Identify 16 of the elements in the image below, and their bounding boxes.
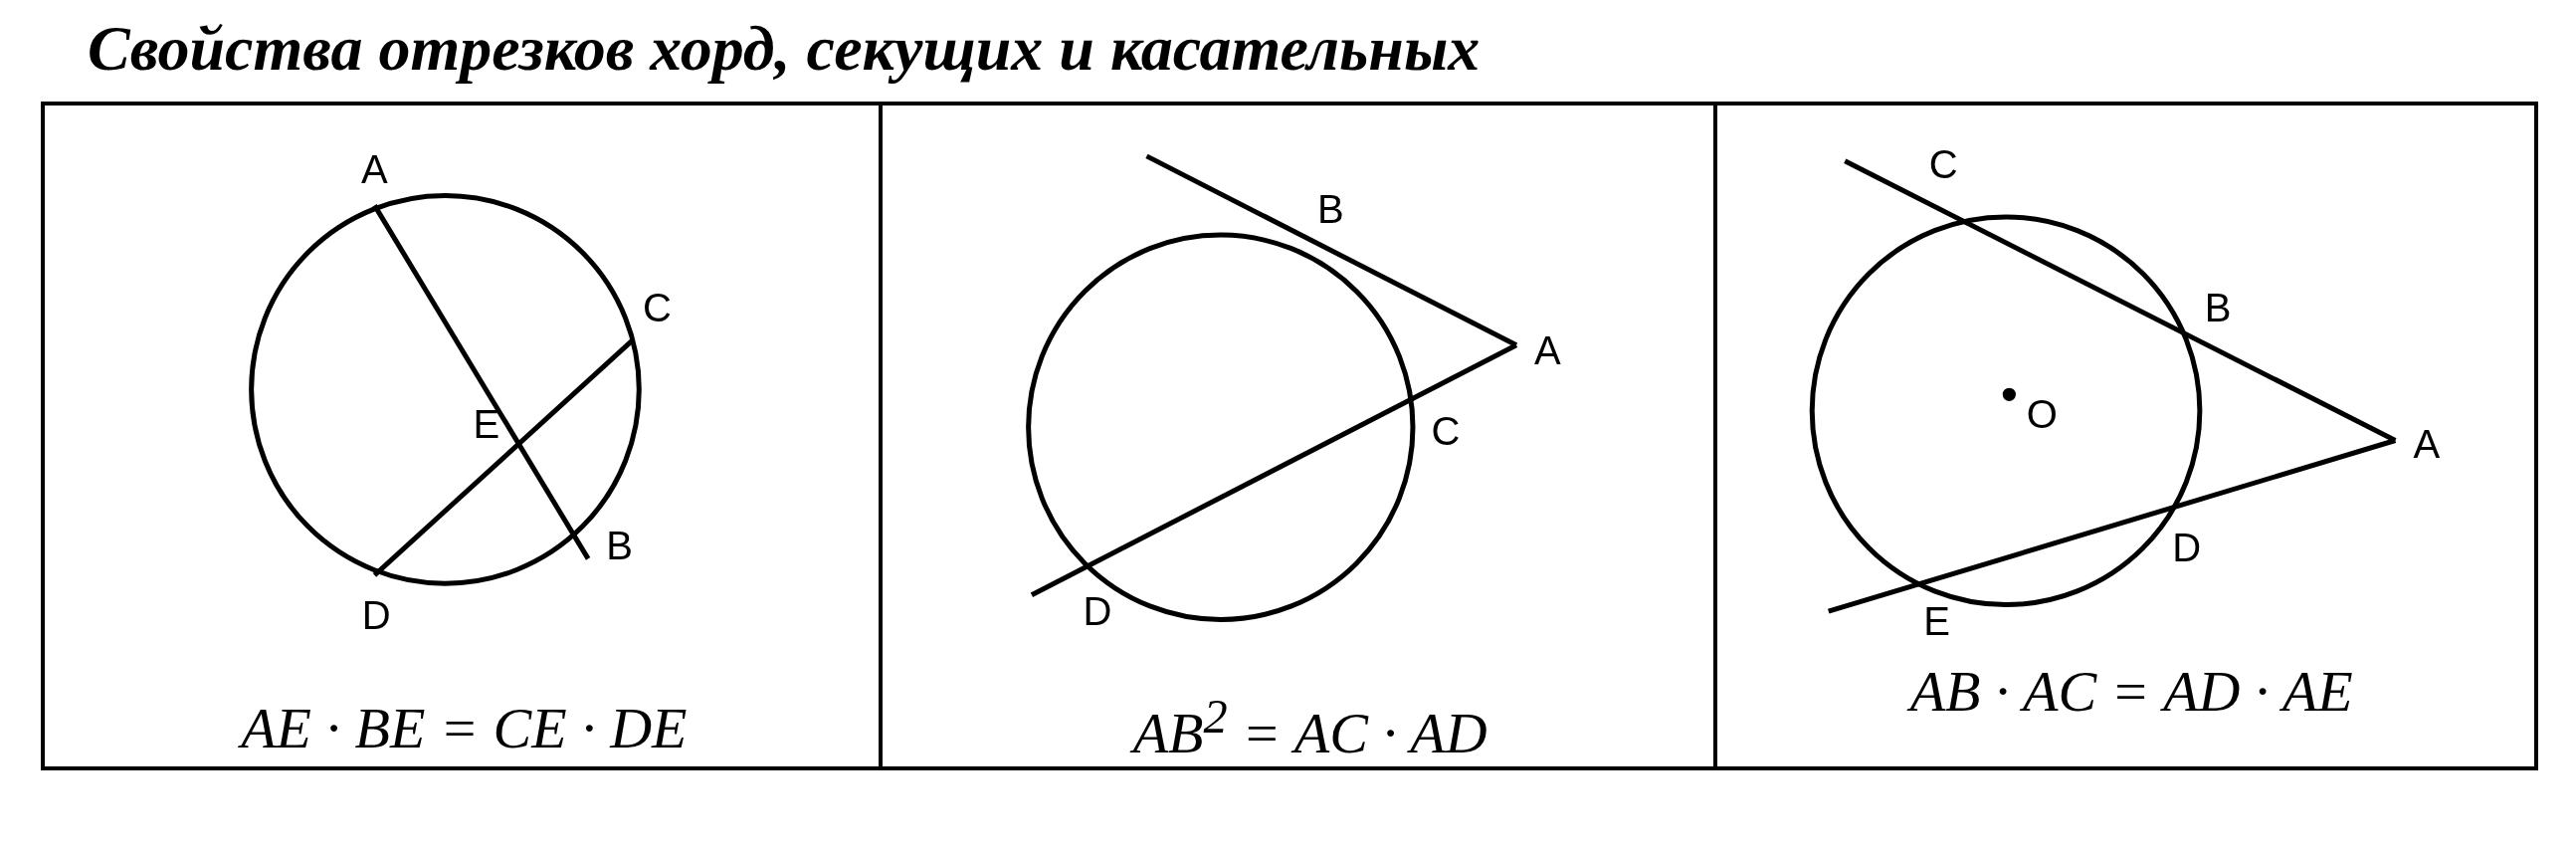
- point-label: C: [643, 287, 672, 327]
- point-label: D: [361, 594, 391, 635]
- point-label: E: [1923, 601, 1951, 642]
- point-label: O: [2026, 394, 2058, 435]
- point-label: D: [2172, 527, 2202, 567]
- point-label: A: [1534, 329, 1561, 370]
- point-label: B: [1317, 188, 1344, 229]
- point-label: D: [1083, 591, 1112, 632]
- title: Свойства отрезков хорд, секущих и касательных: [88, 12, 1481, 86]
- point-label: A: [361, 149, 388, 190]
- point-label: C: [1928, 144, 1958, 185]
- point-label: B: [2204, 287, 2232, 327]
- point-label: A: [2413, 423, 2441, 464]
- point-label: E: [473, 404, 500, 444]
- point-label: B: [606, 526, 633, 566]
- point-label: C: [1431, 410, 1461, 451]
